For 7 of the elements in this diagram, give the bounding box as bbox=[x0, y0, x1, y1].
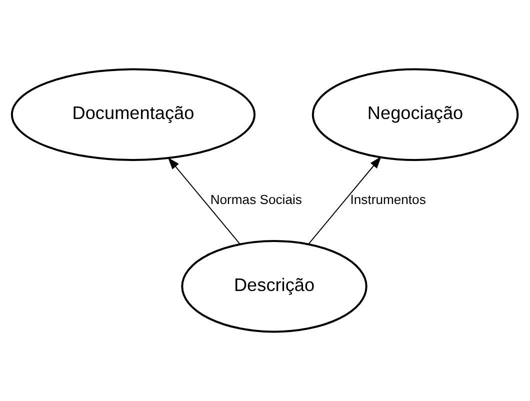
edge-label: Normas Sociais bbox=[210, 192, 302, 207]
node-ellipse: Documentação bbox=[10, 68, 256, 161]
arrow bbox=[308, 156, 382, 244]
arrow bbox=[168, 157, 240, 244]
node-ellipse: Descrição bbox=[181, 240, 368, 333]
node-ellipse: Negociação bbox=[312, 68, 519, 161]
edge-label: Instrumentos bbox=[350, 192, 426, 207]
